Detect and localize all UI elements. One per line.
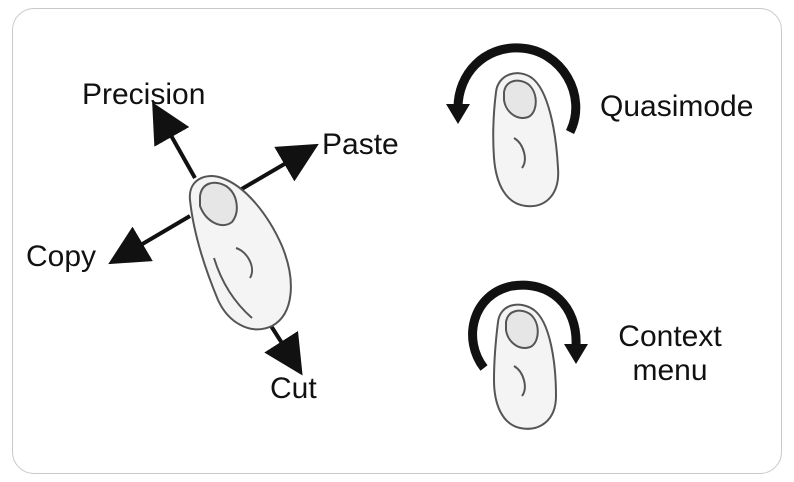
paste-arrow xyxy=(240,152,305,190)
copy-label: Copy xyxy=(26,240,96,274)
context-menu-gesture xyxy=(473,285,588,429)
paste-label: Paste xyxy=(322,128,399,162)
context-menu-label-line1: Context xyxy=(610,320,730,354)
thumb-icon xyxy=(494,305,556,429)
context-menu-label-line2: menu xyxy=(610,354,730,388)
thumb-icon xyxy=(190,176,291,329)
precision-arrow xyxy=(160,116,195,178)
counterclockwise-arrowhead-icon xyxy=(446,104,470,124)
quasimode-gesture xyxy=(446,48,576,206)
thumb-icon xyxy=(493,73,558,206)
cut-label: Cut xyxy=(270,372,317,406)
clockwise-arrowhead-icon xyxy=(564,344,588,364)
context-menu-label: Context menu xyxy=(610,320,730,388)
precision-label: Precision xyxy=(82,78,205,112)
quasimode-label: Quasimode xyxy=(600,90,753,124)
copy-arrow xyxy=(122,216,190,256)
